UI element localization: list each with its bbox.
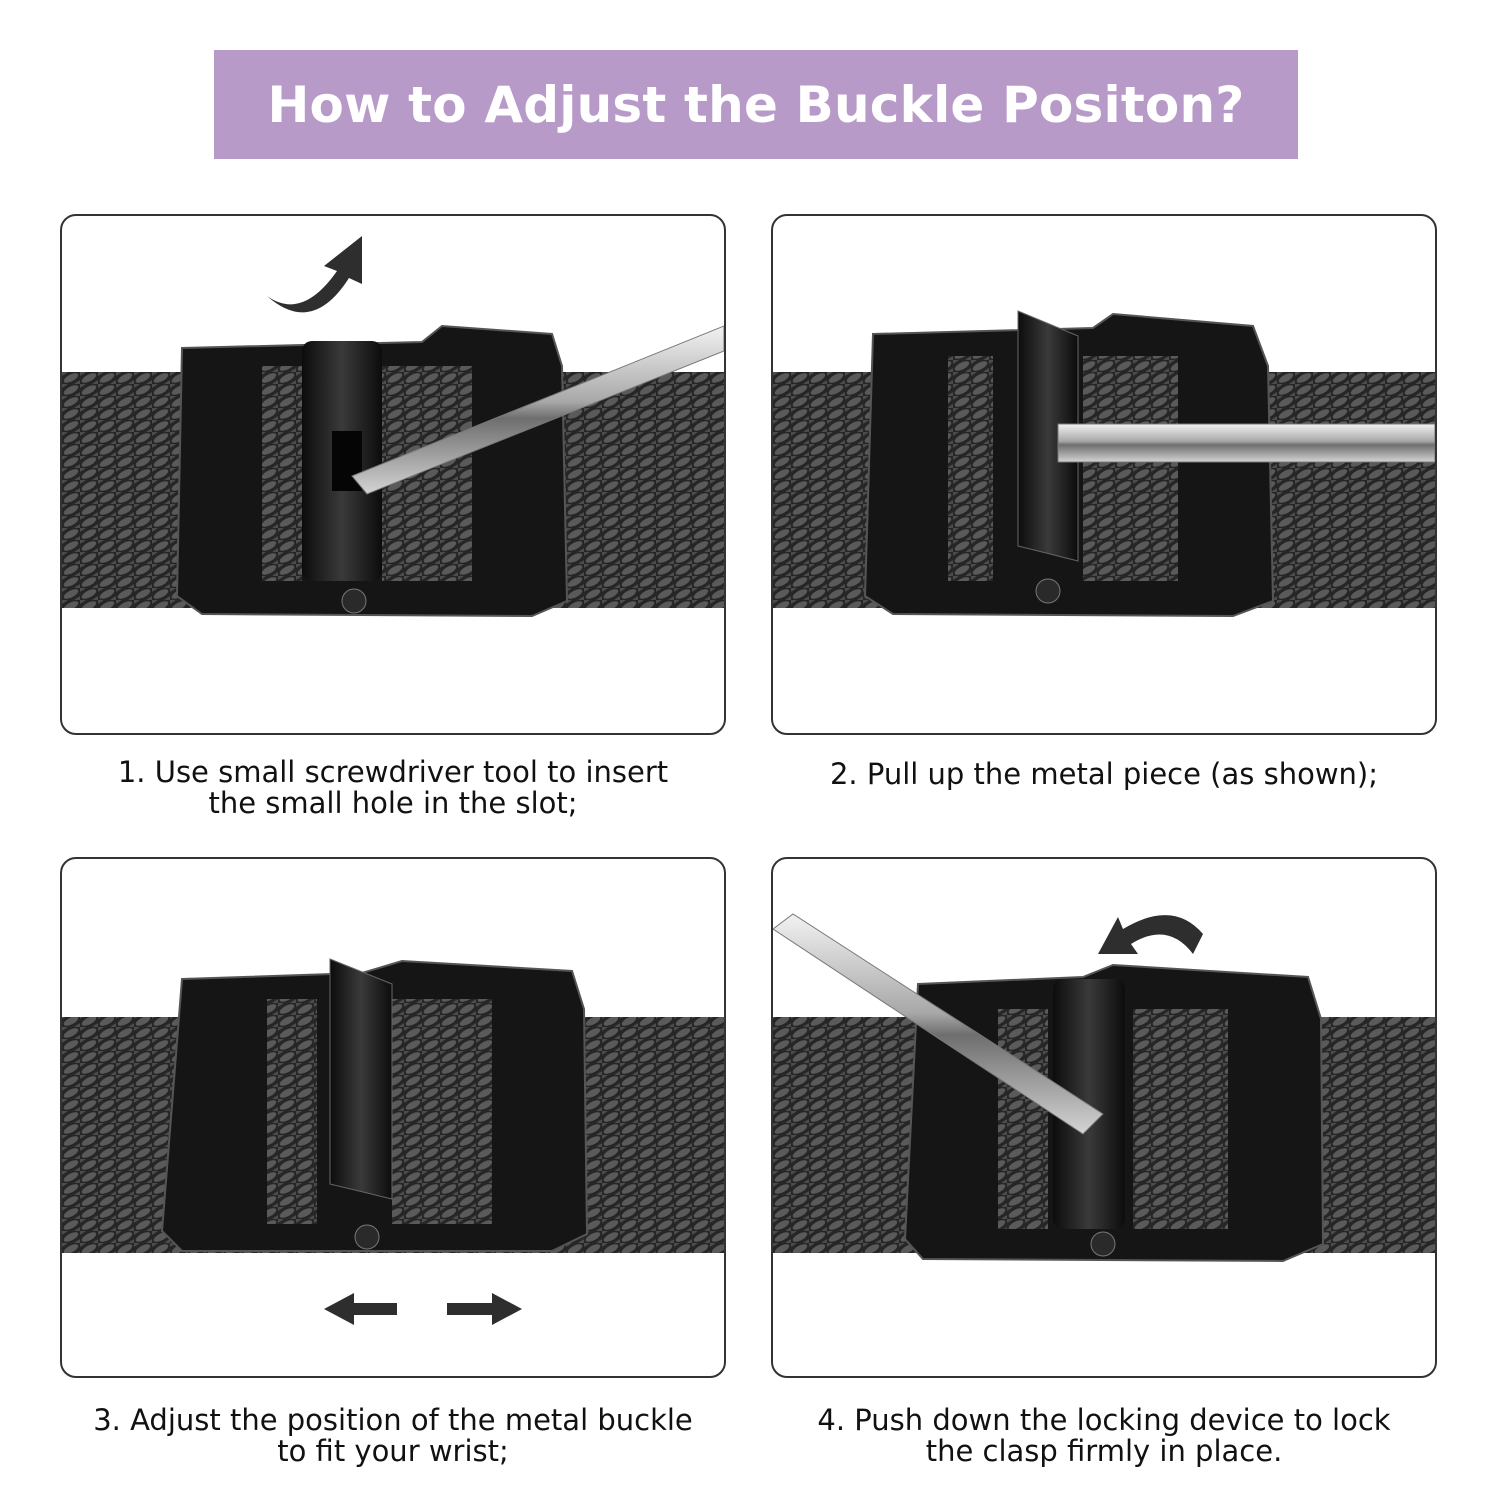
title-banner: How to Adjust the Buckle Positon? (214, 50, 1298, 159)
step-3-illustration (62, 958, 724, 1325)
buckle-pin (1035, 578, 1061, 604)
caption-line: 2. Pull up the metal piece (as shown); (829, 757, 1379, 791)
buckle-opening (262, 366, 302, 581)
caption-line: 1. Use small screwdriver tool to insert (117, 755, 669, 789)
caption-line: 4. Push down the locking device to lock (817, 1403, 1391, 1437)
step-1-illustration (62, 236, 724, 618)
page-title: How to Adjust the Buckle Positon? (267, 75, 1245, 134)
curved-arrow-icon (1098, 915, 1203, 954)
screwdriver (351, 325, 724, 495)
step-4-illustration (773, 913, 1435, 1263)
caption-line: the small hole in the slot; (208, 786, 578, 820)
buckle-pin (354, 1224, 380, 1250)
buckle-opening (1083, 356, 1178, 581)
step-2-image-panel (771, 214, 1437, 735)
metal-piece (1017, 310, 1079, 562)
screwdriver (773, 913, 1104, 1135)
caption-line: 3. Adjust the position of the metal buck… (93, 1403, 693, 1437)
metal-piece (329, 958, 393, 1200)
curved-arrow-icon (267, 236, 362, 313)
caption-line: to fit your wrist; (277, 1434, 509, 1468)
buckle-pin (1090, 1231, 1116, 1257)
step-1-image-panel (60, 214, 726, 735)
buckle-opening (392, 999, 492, 1224)
buckle-pin (341, 588, 367, 614)
buckle-opening (948, 356, 993, 581)
buckle-opening (1133, 1009, 1228, 1229)
screwdriver (1057, 423, 1435, 463)
double-arrow-icon (324, 1293, 397, 1325)
step-4-caption: 4. Push down the locking device to lock … (754, 1405, 1454, 1467)
step-1-caption: 1. Use small screwdriver tool to insert … (43, 757, 743, 819)
step-3-caption: 3. Adjust the position of the metal buck… (43, 1405, 743, 1467)
step-2-illustration (773, 310, 1435, 618)
step-2-caption: 2. Pull up the metal piece (as shown); (754, 759, 1454, 790)
caption-line: the clasp firmly in place. (925, 1434, 1283, 1468)
metal-piece (1053, 979, 1125, 1229)
double-arrow-icon (447, 1293, 522, 1325)
buckle-opening (267, 999, 317, 1224)
step-3-image-panel (60, 857, 726, 1378)
step-4-image-panel (771, 857, 1437, 1378)
buckle-opening (998, 1009, 1048, 1229)
